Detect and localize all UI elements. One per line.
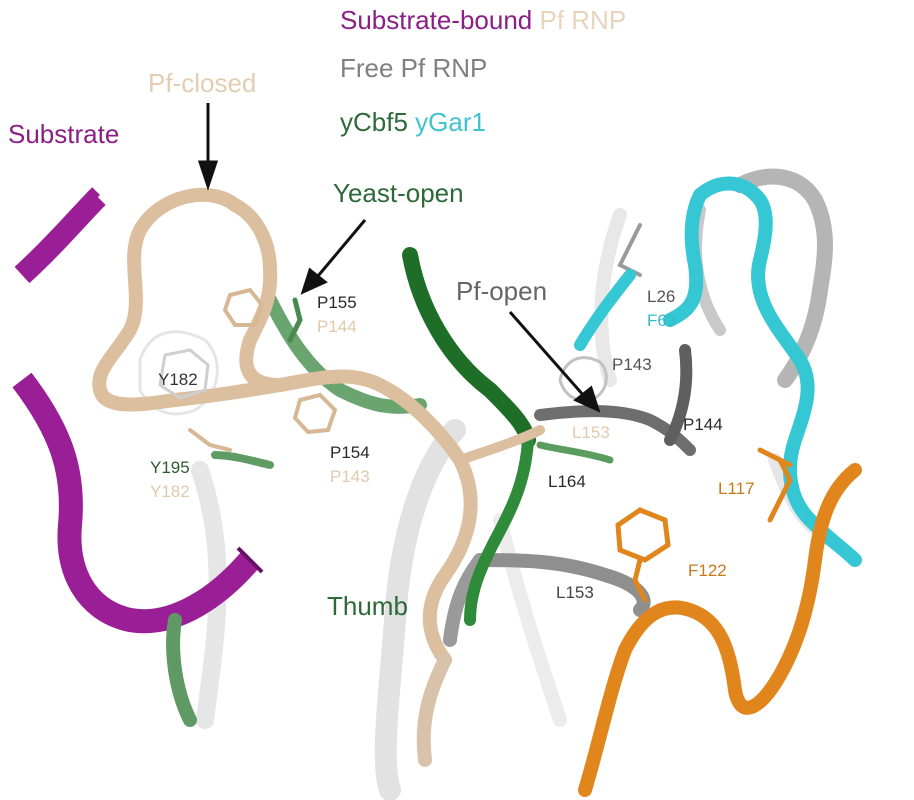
residue-p143-gray: P143 xyxy=(612,355,652,374)
legend-line-1: Substrate-bound Pf RNP xyxy=(340,5,626,35)
residue-f122: F122 xyxy=(688,561,727,580)
residue-l117: L117 xyxy=(718,479,755,498)
residue-f63: F63 xyxy=(647,311,676,330)
residue-y182-gray: Y182 xyxy=(158,370,198,389)
pf-bound-chain xyxy=(92,187,545,767)
f122-ring xyxy=(615,507,671,563)
legend-line-2: Free Pf RNP xyxy=(340,53,487,83)
legend-free-pf-rnp: Free Pf RNP xyxy=(340,53,487,83)
residue-p154: P154 xyxy=(330,443,370,462)
ygar1-chain xyxy=(574,176,862,567)
residue-p144-beige: P144 xyxy=(317,317,357,336)
ycbf5-chain xyxy=(166,247,614,727)
legend-ycbf5: yCbf5 xyxy=(340,107,408,137)
y182-ring xyxy=(158,348,210,400)
residue-l164: L164 xyxy=(548,472,586,491)
label-pf-closed: Pf-closed xyxy=(148,68,256,98)
label-thumb: Thumb xyxy=(327,591,408,621)
residue-p143-beige: P143 xyxy=(330,467,370,486)
residue-y182-beige: Y182 xyxy=(150,482,190,501)
legend-substrate-bound: Substrate-bound xyxy=(340,5,532,35)
orange-chain xyxy=(578,447,862,797)
label-pf-open: Pf-open xyxy=(456,276,547,306)
p154-ring xyxy=(292,392,338,435)
arrows xyxy=(197,103,601,413)
residue-l153-gray: L153 xyxy=(556,583,594,602)
legend-line-3: yCbf5 yGar1 xyxy=(340,107,486,137)
legend-pf-rnp: Pf RNP xyxy=(532,5,626,35)
residue-p155: P155 xyxy=(317,293,357,312)
residue-y195: Y195 xyxy=(150,458,190,477)
residue-l26: L26 xyxy=(647,287,675,306)
residue-p144-gray: P144 xyxy=(683,415,723,434)
pf-open-arrowhead xyxy=(573,385,601,413)
legend-ygar1: yGar1 xyxy=(408,107,486,137)
label-substrate: Substrate xyxy=(8,119,119,149)
residue-l153-beige: L153 xyxy=(572,423,610,442)
p155-ring xyxy=(222,287,265,327)
pf-closed-arrowhead xyxy=(197,160,219,191)
label-yeast-open: Yeast-open xyxy=(333,178,464,208)
substrate-chain xyxy=(12,187,264,634)
yeast-open-arrowhead xyxy=(300,267,328,295)
free-pf-chain xyxy=(443,168,833,647)
